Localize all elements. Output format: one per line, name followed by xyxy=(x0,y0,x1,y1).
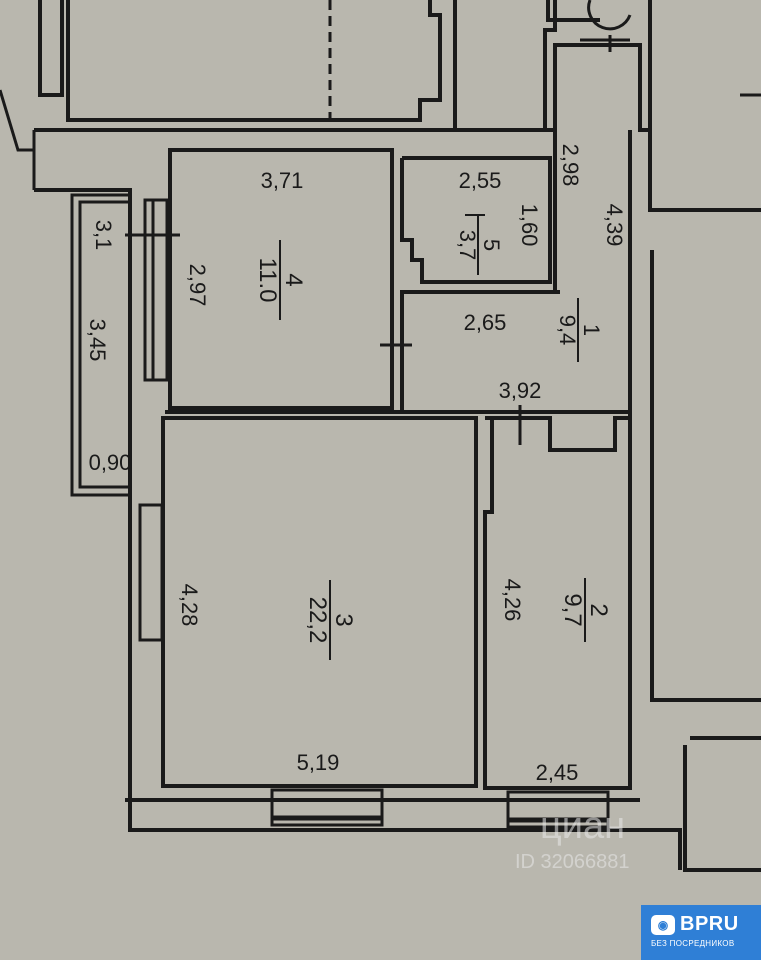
room-1-number: 1 xyxy=(579,324,604,336)
window-room-4 xyxy=(125,198,180,382)
dim-room3-bottom: 5,19 xyxy=(297,750,340,775)
room-4 xyxy=(168,148,394,410)
room-4-number: 4 xyxy=(280,273,307,286)
dim-room2-bottom: 2,45 xyxy=(536,760,579,785)
room-2-area: 9,7 xyxy=(559,593,586,626)
dim-hall-bottom: 3,92 xyxy=(499,378,542,403)
balcony xyxy=(70,193,130,497)
dim-room2-left: 4,26 xyxy=(500,579,525,622)
dim-room4-top: 3,71 xyxy=(261,168,304,193)
badge-subtitle: БЕЗ ПОСРЕДНИКОВ xyxy=(651,939,735,948)
badge-logo: BPRU xyxy=(680,913,739,935)
room-3-area: 22,2 xyxy=(304,597,331,644)
watermark-id: ID 32066881 xyxy=(515,851,630,873)
room-4-area: 11.0 xyxy=(254,258,281,303)
dim-corridor-right: 4,39 xyxy=(602,204,627,247)
dim-balcony-width: 0,90 xyxy=(89,450,132,475)
room-1-area: 9,4 xyxy=(555,315,580,346)
dim-room5-right: 1,60 xyxy=(517,204,542,247)
window-room-3-bottom xyxy=(270,788,384,827)
dim-balcony-top: 3,1 xyxy=(91,220,116,251)
room-5-label: 5 3,7 xyxy=(455,215,504,275)
room-2 xyxy=(483,416,632,790)
dim-hall-width: 2,65 xyxy=(464,310,507,335)
room-5-area: 3,7 xyxy=(455,230,480,261)
room-5 xyxy=(400,156,552,284)
room-3-label: 3 22,2 xyxy=(304,580,357,660)
left-exterior xyxy=(0,89,36,190)
watermark-brand: циан xyxy=(540,805,625,847)
room-3-number: 3 xyxy=(330,613,357,626)
upper-neighbour-walls xyxy=(38,0,632,132)
dim-room3-left: 4,28 xyxy=(177,584,202,627)
room-4-label: 4 11.0 xyxy=(254,240,307,320)
window-room-2-bottom xyxy=(506,790,610,829)
room-2-label: 2 9,7 xyxy=(559,578,612,642)
room-5-number: 5 xyxy=(479,239,504,251)
bpru-badge[interactable]: ◉ BPRU БЕЗ ПОСРЕДНИКОВ xyxy=(641,905,761,960)
dim-corridor-top: 2,98 xyxy=(558,144,583,187)
right-neighbour-walls xyxy=(648,0,761,872)
dim-room5-top: 2,55 xyxy=(459,168,502,193)
people-icon: ◉ xyxy=(651,914,675,935)
dim-room4-left: 2,97 xyxy=(185,264,210,307)
dim-balcony-length: 3,45 xyxy=(85,319,110,362)
window-room-3-left xyxy=(138,503,164,642)
room-2-number: 2 xyxy=(585,603,612,616)
room-1-label: 1 9,4 xyxy=(555,298,604,362)
